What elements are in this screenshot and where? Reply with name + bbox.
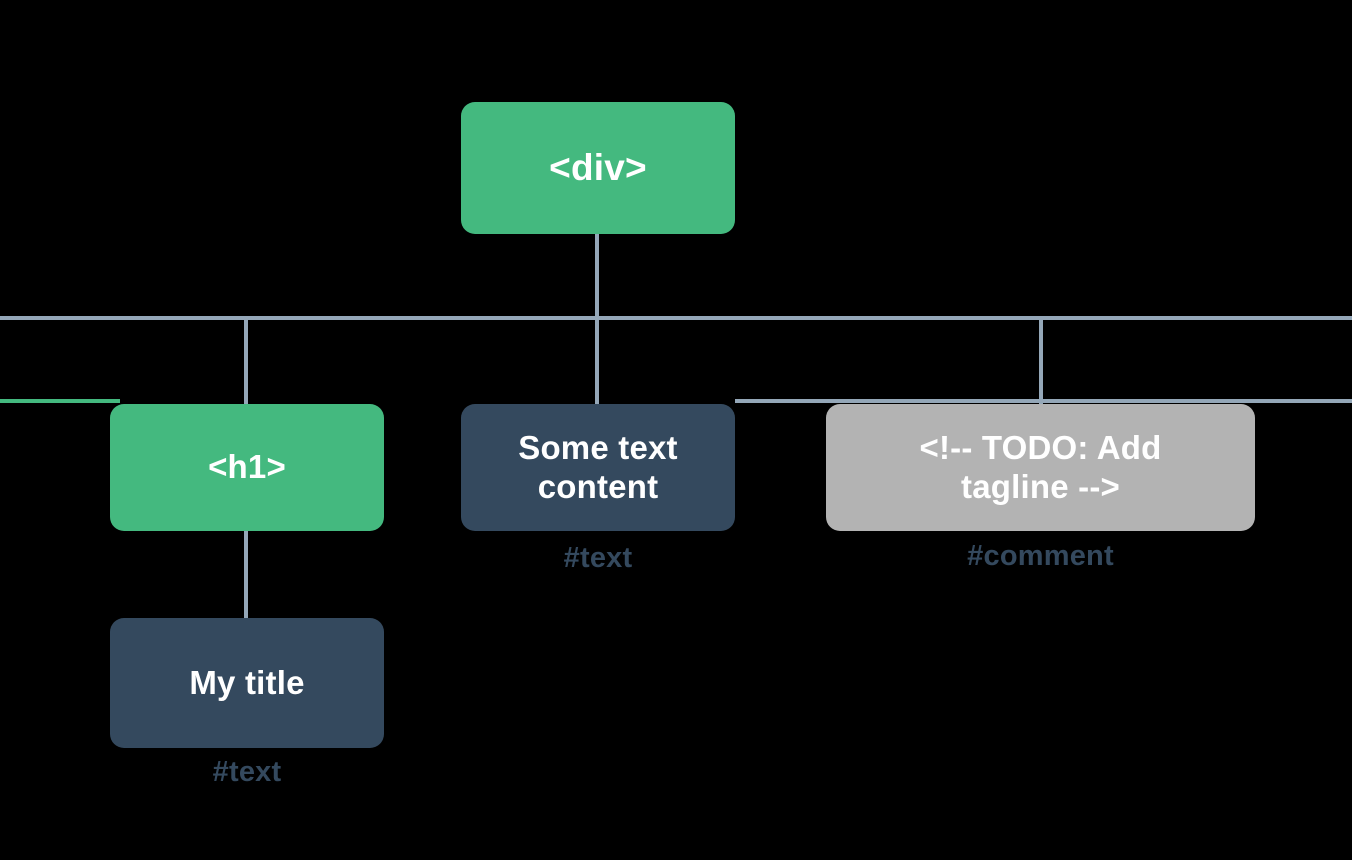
- edge-div-to-bus: [595, 234, 599, 320]
- edge-bus-to-h1: [244, 316, 248, 406]
- node-my-title[interactable]: My title: [110, 618, 384, 748]
- edge-h1-to-my-title: [244, 531, 248, 620]
- edge-bus-to-comment: [1039, 316, 1043, 406]
- bleed-strip-left: [0, 399, 120, 403]
- node-h1[interactable]: <h1>: [110, 404, 384, 531]
- edge-bus-to-text: [595, 316, 599, 406]
- caption-comment: #comment: [967, 540, 1114, 572]
- caption-text-content: #text: [563, 542, 633, 574]
- bleed-strip-right: [735, 399, 1352, 403]
- caption-my-title: #text: [212, 756, 282, 788]
- node-div[interactable]: <div>: [461, 102, 735, 234]
- edge-horizontal-bus: [0, 316, 1352, 320]
- node-comment[interactable]: <!-- TODO: Add tagline -->: [826, 404, 1255, 531]
- node-text-content[interactable]: Some text content: [461, 404, 735, 531]
